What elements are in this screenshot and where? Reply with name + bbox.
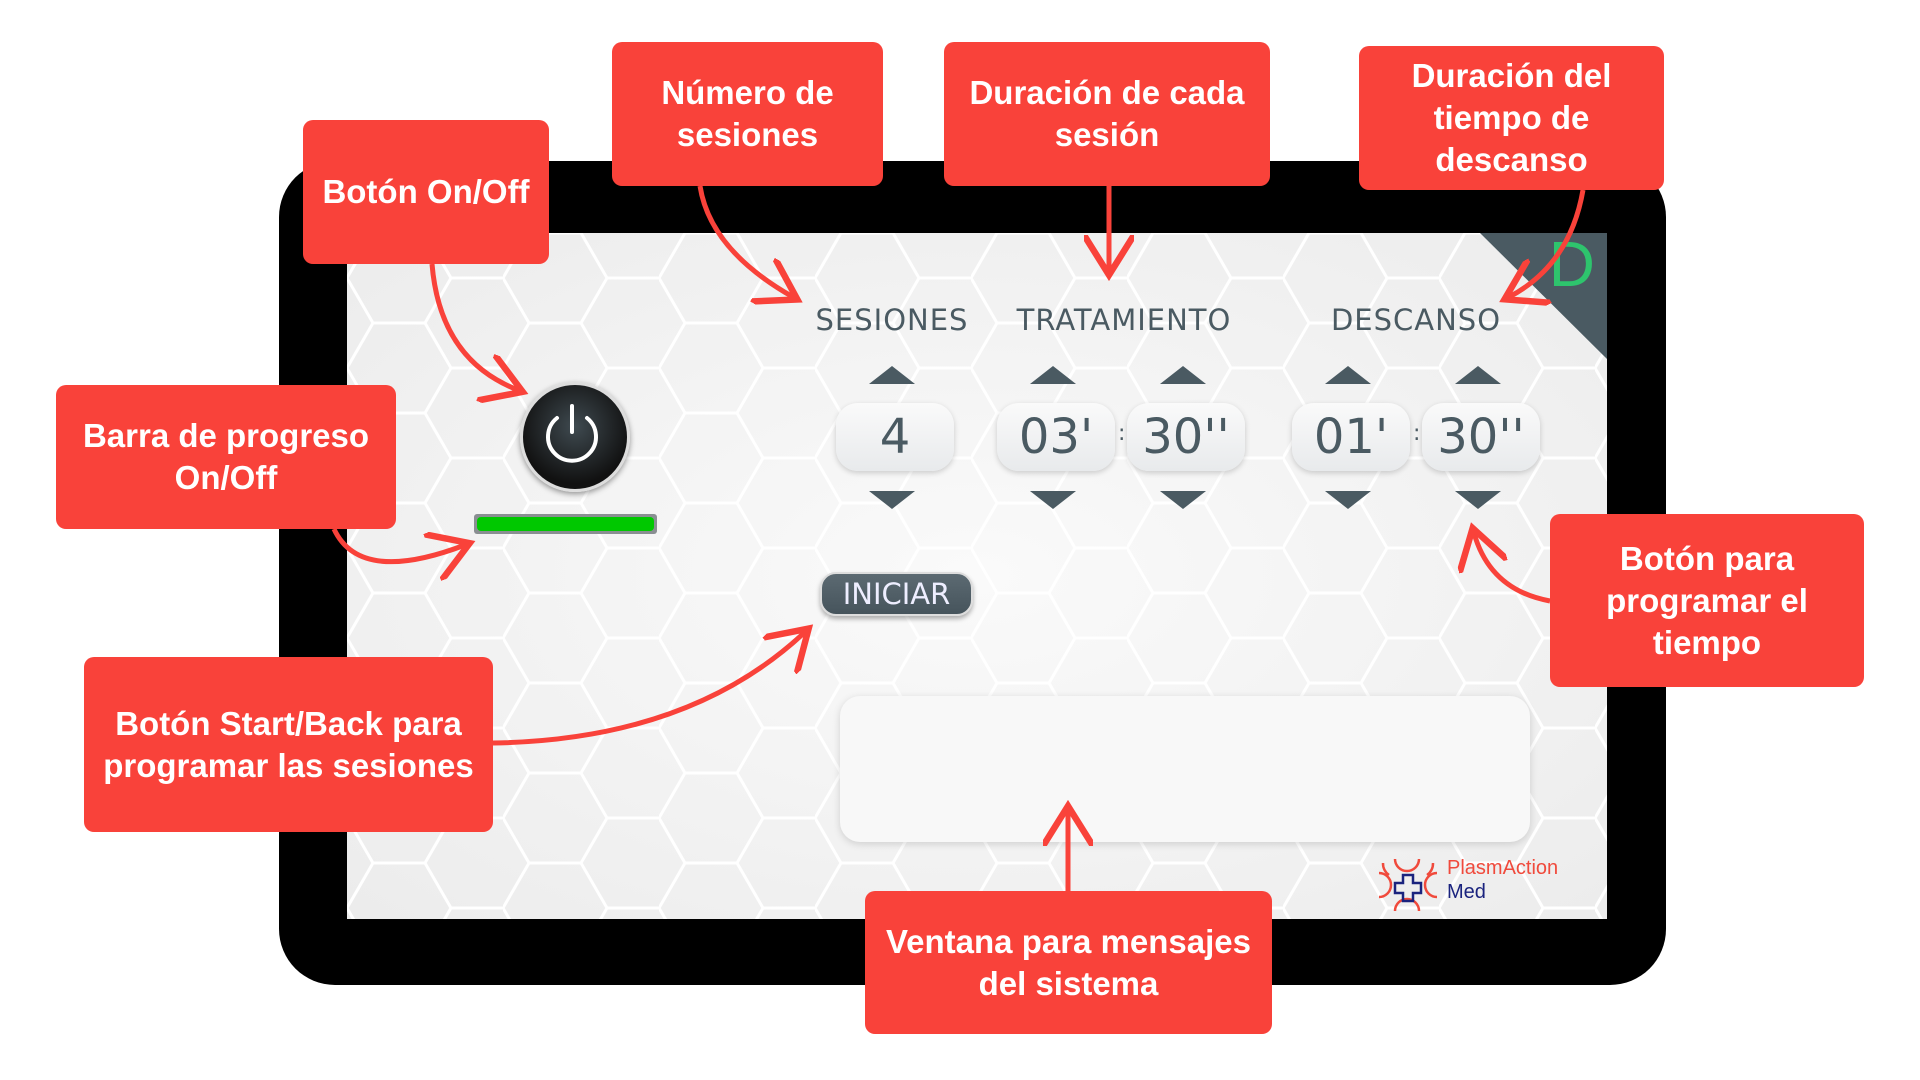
treatment-minutes-increase-button[interactable] bbox=[1030, 366, 1076, 384]
callout-progress: Barra de progreso On/Off bbox=[56, 385, 396, 529]
power-icon bbox=[546, 404, 598, 463]
progress-bar bbox=[474, 514, 657, 534]
logo-name: PlasmAction bbox=[1447, 857, 1559, 879]
callout-power: Botón On/Off bbox=[303, 120, 549, 264]
treatment-minutes-value: 03' bbox=[997, 403, 1115, 471]
progress-fill bbox=[477, 517, 654, 531]
treatment-seconds-value: 30'' bbox=[1127, 403, 1245, 471]
treatment-minutes-decrease-button[interactable] bbox=[1030, 491, 1076, 509]
treatment-separator: : bbox=[1118, 421, 1126, 446]
callout-start: Botón Start/Back para programar las sesi… bbox=[84, 657, 493, 832]
logo-icon bbox=[1378, 858, 1438, 912]
sessions-increase-button[interactable] bbox=[869, 366, 915, 384]
brand-logo: PlasmAction Med bbox=[1375, 855, 1580, 915]
sessions-decrease-button[interactable] bbox=[869, 491, 915, 509]
callout-rest: Duración del tiempo de descanso bbox=[1359, 46, 1664, 190]
treatment-label: TRATAMIENTO bbox=[1016, 303, 1232, 337]
rest-seconds-increase-button[interactable] bbox=[1455, 366, 1501, 384]
callout-sessions: Número de sesiones bbox=[612, 42, 883, 186]
callout-treatment: Duración de cada sesión bbox=[944, 42, 1270, 186]
sessions-value: 4 bbox=[836, 403, 954, 471]
rest-minutes-value: 01' bbox=[1292, 403, 1410, 471]
logo-sub: Med bbox=[1447, 881, 1486, 903]
rest-minutes-increase-button[interactable] bbox=[1325, 366, 1371, 384]
callout-time-buttons: Botón para programar el tiempo bbox=[1550, 514, 1864, 687]
power-button[interactable] bbox=[520, 382, 630, 492]
treatment-seconds-increase-button[interactable] bbox=[1160, 366, 1206, 384]
treatment-seconds-decrease-button[interactable] bbox=[1160, 491, 1206, 509]
device-screen: D SESIONES TRATAMIENTO DESCANSO 4 03' : … bbox=[347, 233, 1607, 919]
callout-messages: Ventana para mensajes del sistema bbox=[865, 891, 1272, 1034]
rest-minutes-decrease-button[interactable] bbox=[1325, 491, 1371, 509]
rest-seconds-decrease-button[interactable] bbox=[1455, 491, 1501, 509]
sessions-label: SESIONES bbox=[815, 303, 969, 337]
mode-letter: D bbox=[1548, 233, 1595, 300]
rest-label: DESCANSO bbox=[1330, 303, 1502, 337]
rest-separator: : bbox=[1413, 421, 1421, 446]
start-button[interactable]: INICIAR bbox=[820, 572, 973, 616]
rest-seconds-value: 30'' bbox=[1422, 403, 1540, 471]
system-messages-window bbox=[840, 696, 1530, 842]
